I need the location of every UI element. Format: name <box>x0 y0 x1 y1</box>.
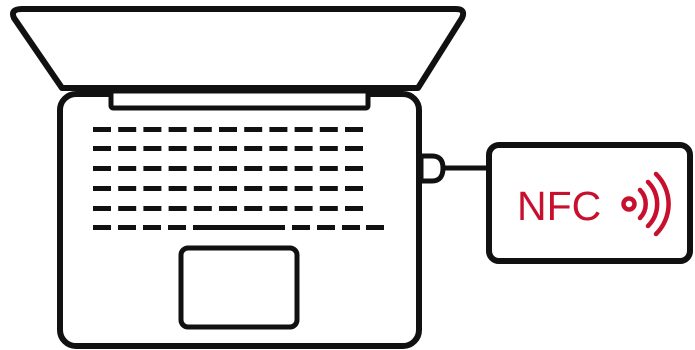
key <box>269 146 287 151</box>
laptop-hinge <box>111 91 368 108</box>
key <box>143 127 161 132</box>
key <box>118 206 136 211</box>
key <box>345 166 363 171</box>
key <box>194 206 212 211</box>
key <box>320 166 338 171</box>
key <box>194 127 212 132</box>
key <box>345 127 363 132</box>
key <box>143 225 161 230</box>
key <box>295 186 313 191</box>
key <box>366 225 384 230</box>
key <box>320 206 338 211</box>
key <box>345 206 363 211</box>
key <box>295 146 313 151</box>
key <box>292 225 310 230</box>
key <box>93 127 111 132</box>
laptop-lid <box>13 9 463 88</box>
key <box>93 186 111 191</box>
key <box>269 206 287 211</box>
key <box>342 225 360 230</box>
key <box>244 186 262 191</box>
key <box>169 206 187 211</box>
key <box>118 166 136 171</box>
key <box>118 127 136 132</box>
nfc-label: NFC <box>517 183 601 229</box>
key <box>320 127 338 132</box>
key <box>169 146 187 151</box>
key <box>269 127 287 132</box>
key <box>295 206 313 211</box>
key <box>320 186 338 191</box>
key <box>269 186 287 191</box>
key <box>93 225 111 230</box>
key <box>219 127 237 132</box>
key <box>269 166 287 171</box>
key <box>295 166 313 171</box>
key <box>143 146 161 151</box>
key <box>219 186 237 191</box>
key <box>169 127 187 132</box>
key <box>118 225 136 230</box>
key <box>143 186 161 191</box>
key <box>118 186 136 191</box>
spacebar <box>193 225 285 230</box>
touchpad <box>181 248 297 327</box>
key <box>93 166 111 171</box>
key <box>143 166 161 171</box>
key <box>295 127 313 132</box>
key <box>93 206 111 211</box>
key <box>169 166 187 171</box>
key <box>244 146 262 151</box>
key <box>244 166 262 171</box>
key <box>93 146 111 151</box>
key <box>118 146 136 151</box>
usb-connector <box>421 156 443 181</box>
key <box>219 146 237 151</box>
key <box>194 166 212 171</box>
key <box>219 166 237 171</box>
key <box>219 206 237 211</box>
key <box>194 146 212 151</box>
key <box>169 186 187 191</box>
key <box>244 127 262 132</box>
key <box>168 225 186 230</box>
key <box>317 225 335 230</box>
key <box>194 186 212 191</box>
key <box>345 186 363 191</box>
key <box>320 146 338 151</box>
key <box>345 146 363 151</box>
key <box>143 206 161 211</box>
key <box>244 206 262 211</box>
